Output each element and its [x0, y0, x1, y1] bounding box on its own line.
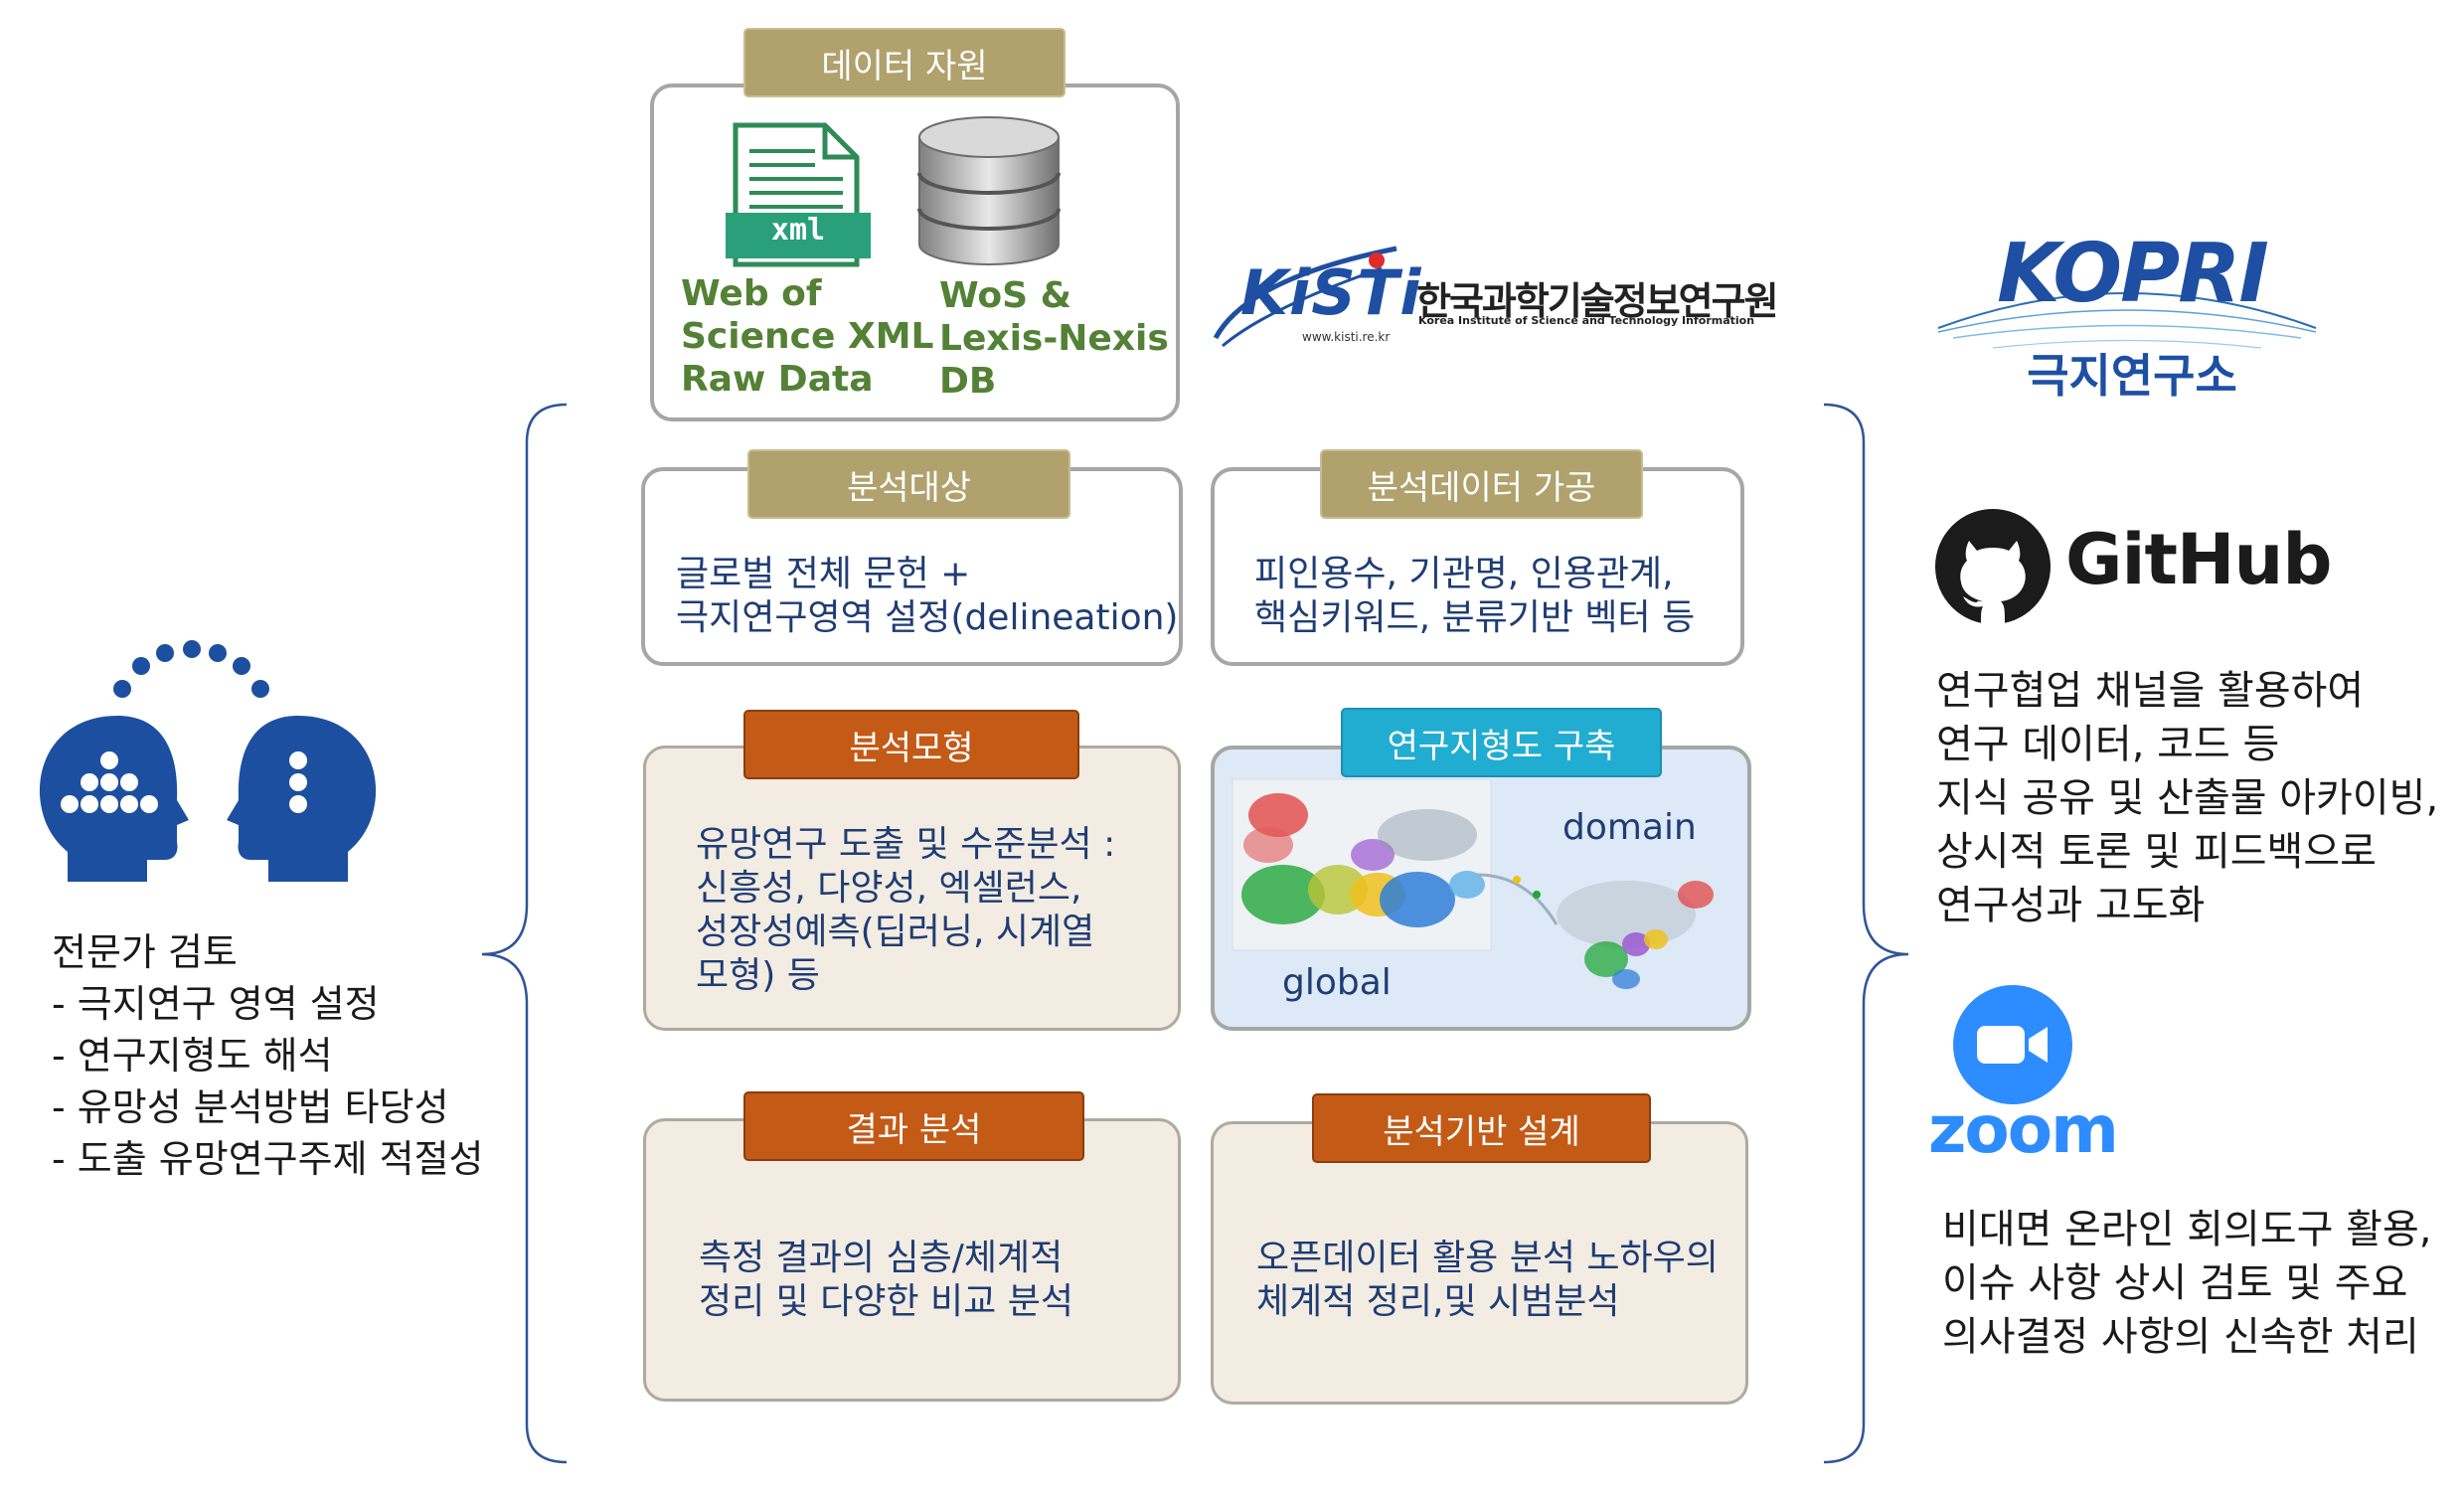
database-icon — [917, 116, 1061, 265]
kisti-name-en: Korea Institute of Science and Technolog… — [1418, 314, 1755, 327]
analysis-design-tag: 분석기반 설계 — [1312, 1093, 1651, 1163]
research-map-label-global: global — [1282, 962, 1392, 1003]
analysis-design-box — [1211, 1121, 1748, 1405]
research-map-network-image — [1232, 778, 1714, 989]
wos-xml-label: Web of Science XML Raw Data — [681, 273, 934, 400]
data-processing-text: 피인용수, 기관명, 인용관계, 핵심키워드, 분류기반 벡터 등 — [1254, 554, 1696, 638]
kopri-globe-lines — [1937, 292, 2317, 349]
analysis-model-text: 유망연구 도출 및 수준분석 : 신흥성, 다양성, 엑셀런스, 성장성예측(딥… — [696, 824, 1116, 996]
data-resource-tag: 데이터 자원 — [743, 28, 1066, 97]
kisti-name-ko: 한국과학기술정보연구원 — [1416, 279, 1779, 323]
zoom-description: 비대면 온라인 회의도구 활용, 이슈 사항 상시 검토 및 주요 의사결정 사… — [1942, 1207, 2432, 1360]
zoom-icon — [1953, 985, 2072, 1104]
research-map-label-domain: domain — [1562, 807, 1697, 848]
expert-review-text: 전문가 검토 - 극지연구 영역 설정 - 연구지형도 해석 - 유망성 분석방… — [52, 930, 484, 1181]
analysis-target-box — [641, 467, 1183, 666]
kisti-logo-mark — [1213, 246, 1397, 348]
analysis-design-text: 오픈데이터 활용 분석 노하우의 체계적 정리,및 시범분석 — [1256, 1238, 1719, 1322]
kisti-logo-text: KiSTi — [1240, 256, 1422, 329]
kopri-name-ko: 극지연구소 — [2027, 349, 2237, 403]
kisti-url: www.kisti.re.kr — [1302, 330, 1391, 344]
zoom-logo-text: zoom — [1928, 1091, 2119, 1168]
analysis-target-text: 글로벌 전체 문헌 + 극지연구영역 설정(delineation) — [676, 554, 1179, 638]
research-map-tag: 연구지형도 구축 — [1341, 708, 1662, 777]
wos-db-label: WoS & Lexis-Nexis DB — [939, 275, 1169, 402]
github-description: 연구협업 채널을 활용하여 연구 데이터, 코드 등 지식 공유 및 산출물 아… — [1936, 668, 2439, 928]
expert-heads-icon — [39, 640, 376, 882]
analysis-model-tag: 분석모형 — [743, 710, 1079, 779]
result-analysis-box — [643, 1118, 1181, 1402]
right-brace — [1823, 403, 1909, 1464]
result-analysis-text: 측정 결과의 심층/체계적 정리 및 다양한 비교 분석 — [699, 1238, 1073, 1322]
left-brace — [481, 403, 568, 1464]
github-icon — [1935, 509, 2051, 624]
github-logo-text: GitHub — [2065, 519, 2332, 600]
analysis-target-tag: 분석대상 — [747, 449, 1070, 519]
xml-icon-label: xml — [770, 213, 826, 248]
result-analysis-tag: 결과 분석 — [743, 1091, 1084, 1161]
analysis-model-box — [643, 746, 1181, 1031]
data-processing-tag: 분석데이터 가공 — [1320, 449, 1643, 519]
xml-file-icon — [726, 122, 871, 267]
kopri-logo-text: KOPRI — [1997, 227, 2269, 321]
